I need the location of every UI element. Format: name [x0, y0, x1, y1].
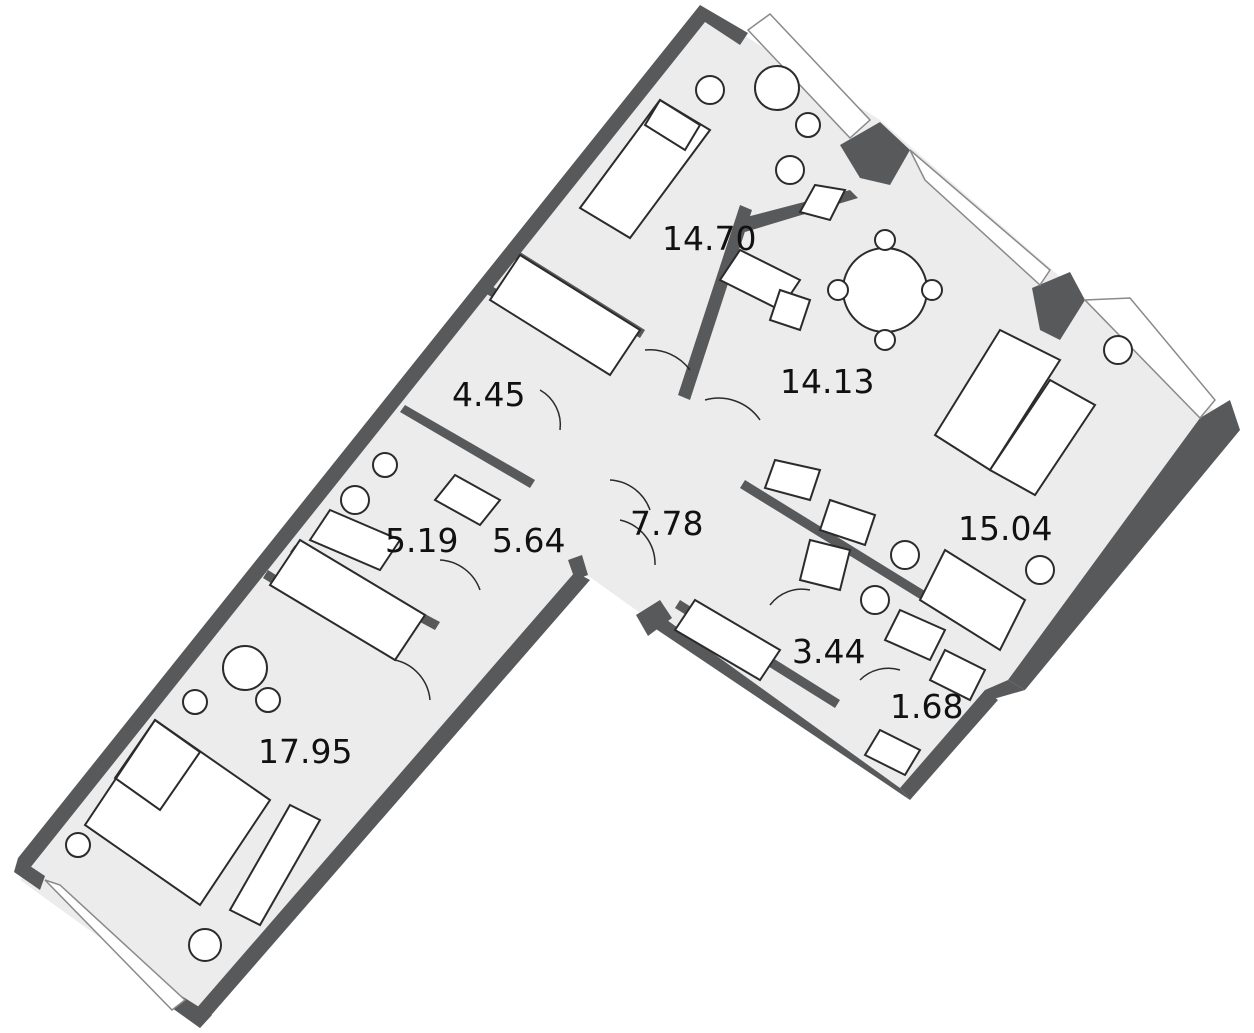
area-label-kitchen-living: 14.13 — [780, 362, 874, 401]
area-label-living: 15.04 — [958, 509, 1052, 548]
doors — [394, 349, 901, 701]
area-label-corridor: 5.64 — [492, 521, 565, 560]
bedroom-2-furniture — [65, 645, 322, 962]
area-label-storage: 1.68 — [890, 687, 963, 726]
outer-walls — [14, 5, 1240, 1028]
area-label-wardrobe-1: 4.45 — [452, 375, 525, 414]
area-label-hall: 7.78 — [630, 504, 703, 543]
area-label-bedroom-2: 17.95 — [258, 732, 352, 771]
area-label-bathroom-1: 5.19 — [385, 521, 458, 560]
windows — [44, 13, 1216, 1012]
room-labels: 14.70 14.13 15.04 4.45 5.19 5.64 7.78 3.… — [258, 219, 1052, 771]
kitchen-living-furniture — [763, 229, 1133, 652]
area-label-bathroom-2: 3.44 — [792, 632, 865, 671]
area-label-bedroom-1: 14.70 — [662, 219, 756, 258]
